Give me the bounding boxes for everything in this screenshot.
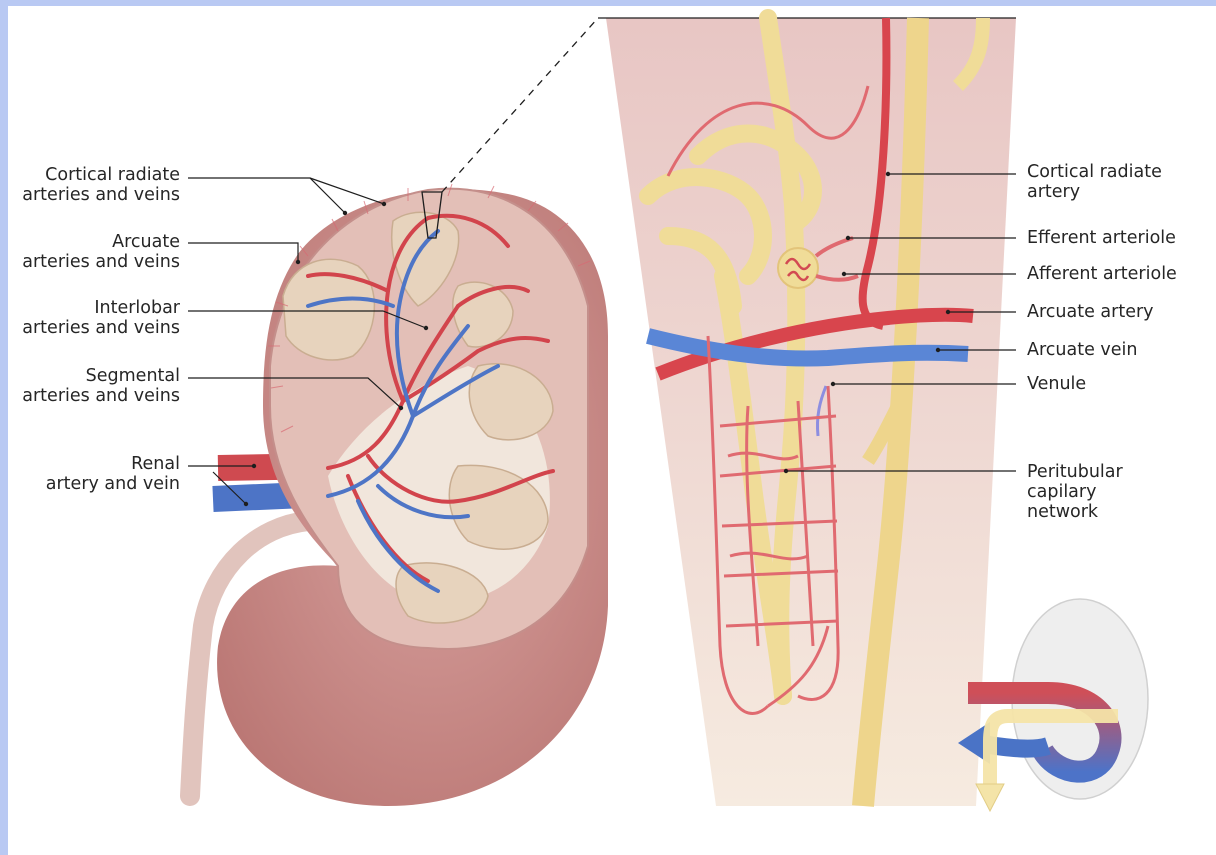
- label-segmental-arteries-and-veins: Segmental arteries and veins: [22, 366, 180, 406]
- label-line: Efferent arteriole: [1027, 228, 1176, 248]
- label-line: arteries and veins: [22, 252, 180, 272]
- label-line: Arcuate vein: [1027, 340, 1138, 360]
- diagram-stage: Cortical radiate arteries and veins Arcu…: [8, 6, 1216, 855]
- label-arcuate-vein: Arcuate vein: [1027, 340, 1138, 360]
- label-line: Arcuate artery: [1027, 302, 1154, 322]
- label-line: capilary: [1027, 482, 1123, 502]
- label-line: Renal: [46, 454, 180, 474]
- label-line: Segmental: [22, 366, 180, 386]
- kidney-vasculature-illustration: [8, 6, 1216, 855]
- label-renal-artery-and-vein: Renal artery and vein: [46, 454, 180, 494]
- label-line: Afferent arteriole: [1027, 264, 1177, 284]
- label-peritubular-capillary-network: Peritubular capilary network: [1027, 462, 1123, 522]
- label-line: artery and vein: [46, 474, 180, 494]
- label-afferent-arteriole: Afferent arteriole: [1027, 264, 1177, 284]
- label-line: Cortical radiate: [22, 165, 180, 185]
- label-interlobar-arteries-and-veins: Interlobar arteries and veins: [22, 298, 180, 338]
- label-line: arteries and veins: [22, 318, 180, 338]
- label-line: Peritubular: [1027, 462, 1123, 482]
- label-arcuate-arteries-and-veins: Arcuate arteries and veins: [22, 232, 180, 272]
- label-cortical-radiate-arteries-and-veins: Cortical radiate arteries and veins: [22, 165, 180, 205]
- label-cortical-radiate-artery: Cortical radiate artery: [1027, 162, 1162, 202]
- zoom-column: [606, 18, 1016, 806]
- zoom-dash-line: [442, 18, 598, 192]
- label-line: artery: [1027, 182, 1162, 202]
- label-line: arteries and veins: [22, 185, 180, 205]
- label-line: Interlobar: [22, 298, 180, 318]
- label-line: Arcuate: [22, 232, 180, 252]
- label-line: arteries and veins: [22, 386, 180, 406]
- label-line: Venule: [1027, 374, 1086, 394]
- flow-icon: [958, 599, 1148, 811]
- kidney: [190, 18, 608, 806]
- label-efferent-arteriole: Efferent arteriole: [1027, 228, 1176, 248]
- nephron-zoom: [598, 18, 1148, 811]
- label-line: network: [1027, 502, 1123, 522]
- label-venule: Venule: [1027, 374, 1086, 394]
- label-line: Cortical radiate: [1027, 162, 1162, 182]
- label-arcuate-artery: Arcuate artery: [1027, 302, 1154, 322]
- glomerulus: [778, 248, 818, 288]
